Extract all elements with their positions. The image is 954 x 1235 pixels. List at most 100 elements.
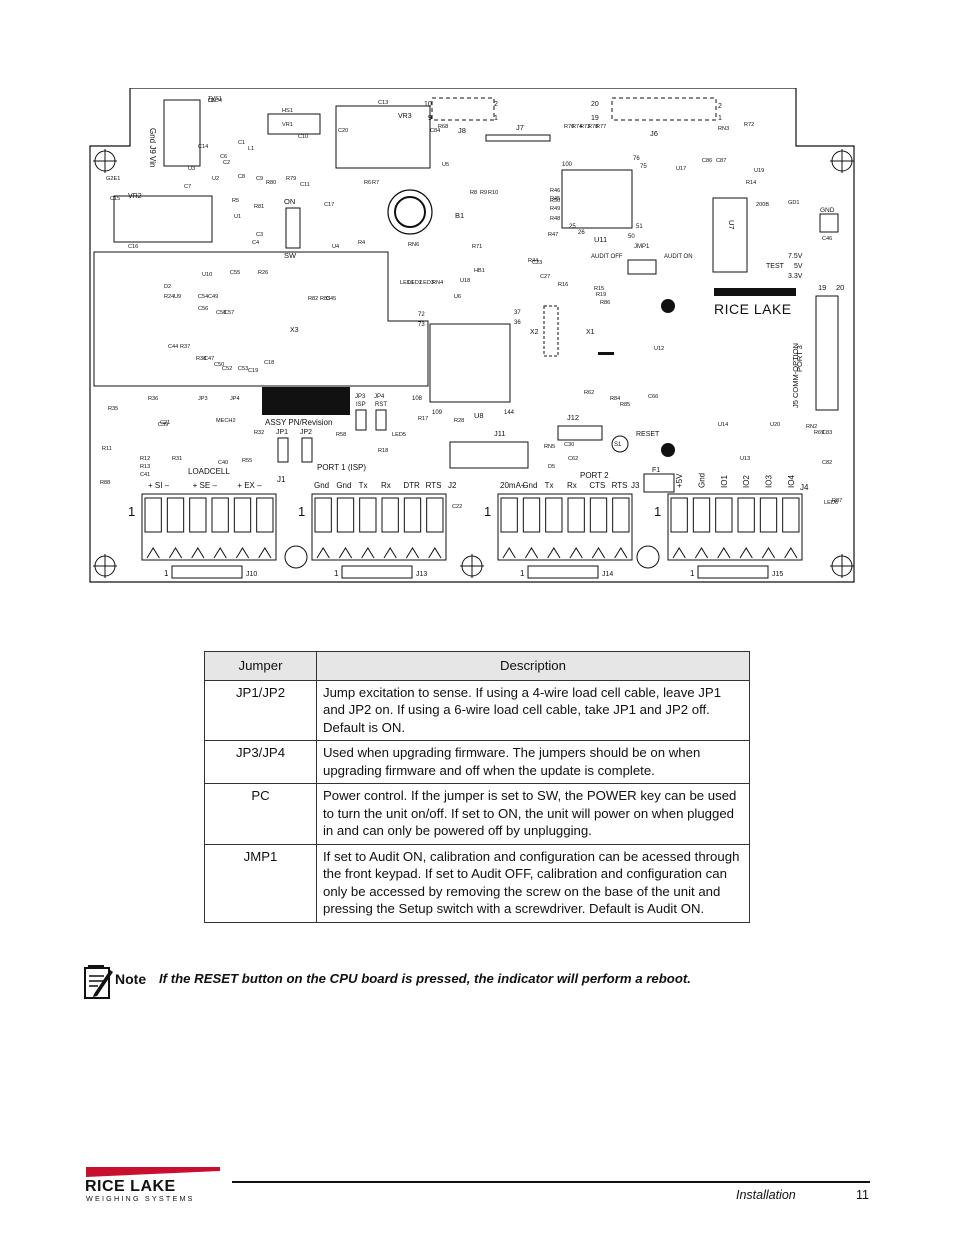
header-strip [341, 565, 413, 579]
terminal-screw [233, 497, 252, 533]
brand-bar [714, 288, 796, 296]
component-label: R77 [596, 124, 606, 130]
component-label: R5 [232, 198, 239, 204]
component-label: U18 [460, 278, 470, 284]
component-label: R13 [140, 464, 150, 470]
component-label: R19 [596, 292, 606, 298]
assy-label: ASSY PN/Revision [265, 418, 332, 427]
terminal-pin-label: IO3 [765, 475, 774, 488]
jp1-label: JP1 [276, 429, 288, 436]
board-brand: RICE LAKE [714, 301, 792, 317]
terminal-pin-label: Tx [359, 481, 368, 490]
component-label: R12 [140, 456, 150, 462]
terminal-clamp [502, 547, 516, 559]
header-j8 [431, 97, 495, 121]
component-label: C15 [110, 196, 120, 202]
table-row: PC Power control. If the jumper is set t… [204, 783, 750, 845]
description-cell: Jump excitation to sense. If using a 4-w… [316, 679, 750, 741]
header-j12-label: J12 [567, 413, 579, 422]
terminal-clamp [547, 547, 561, 559]
terminal-pin-label: IO4 [787, 475, 796, 488]
component-label: R18 [378, 448, 388, 454]
header-j7 [485, 134, 551, 142]
component-label: U12 [654, 346, 664, 352]
terminal-clamp [524, 547, 539, 559]
fuse-f1 [643, 473, 675, 493]
terminal-screw [670, 497, 688, 533]
terminal-screw [782, 497, 800, 533]
component-label: R69 [814, 430, 824, 436]
chip-pin-number: 73 [418, 322, 425, 328]
component-label: U5 [442, 162, 449, 168]
pin-one-label: 1 [298, 504, 305, 519]
component-label: C40 [218, 460, 228, 466]
component-label: R82 [308, 296, 318, 302]
vr3-label: VR3 [398, 113, 412, 120]
component-label: R14 [746, 180, 756, 186]
component-label: C44 [168, 344, 178, 350]
cpu-board-diagram: ASSY PN/Revision U11 U8 U7 J11 J12 J7 J6… [89, 88, 855, 583]
terminal-block-j15 [667, 493, 803, 561]
note-label: Note [115, 971, 147, 987]
strip-label: J13 [416, 571, 427, 578]
terminal-pin-label: + SI – [148, 481, 170, 490]
component-label: C22 [452, 504, 462, 510]
logo-bottom: WEIGHING SYSTEMS [86, 1194, 195, 1203]
terminal-clamp [784, 547, 798, 559]
audit-on-label: AUDIT ON [664, 254, 693, 260]
component-label: RN2 [806, 424, 817, 430]
jp3-sub: ISP [356, 402, 366, 408]
battery-b1 [387, 189, 433, 235]
s1-label: S1 [614, 442, 622, 448]
terminal-screw [737, 497, 755, 533]
component-label: R35 [108, 406, 118, 412]
component-label: C82 [822, 460, 832, 466]
terminal-screw [144, 497, 162, 533]
terminal-pin-label: Rx [567, 481, 577, 490]
terminal-screw [381, 497, 399, 533]
header-j7-label: J7 [516, 123, 524, 132]
component-label: R81 [254, 204, 264, 210]
mounting-holes [93, 149, 854, 578]
strip-pin-label: 1 [164, 569, 169, 578]
component-label: C13 [378, 100, 388, 106]
power-on-label: ON [284, 197, 295, 206]
chip-pin-number: 109 [432, 410, 443, 416]
terminal-pin-label: Gnd [698, 473, 707, 488]
component-label: JP4 [230, 396, 240, 402]
component-label: C83 [822, 430, 832, 436]
chip-pin-number: 144 [504, 410, 515, 416]
jumper-cell: PC [204, 783, 317, 845]
terminal-clamp [383, 547, 397, 559]
component-label: C55 [230, 270, 240, 276]
chip-u7-label: U7 [727, 220, 736, 230]
component-label: R85 [620, 402, 630, 408]
header-j5 [815, 295, 839, 411]
terminal-clamp [235, 547, 250, 559]
component-label: R50 [550, 198, 560, 204]
component-label: U14 [718, 422, 728, 428]
component-label: 200B [756, 202, 769, 208]
component-label: R8 [470, 190, 477, 196]
component-label: R84 [610, 396, 620, 402]
jumper-jp3 [355, 409, 367, 431]
terminal-pin-label: +5V [675, 473, 684, 488]
chip-pin-number: 108 [412, 396, 423, 402]
component-label: C7 [184, 184, 191, 190]
terminal-screw [166, 497, 185, 533]
jumper-cell: JP1/JP2 [204, 679, 317, 741]
component-label: R17 [418, 416, 428, 422]
component-label: U13 [740, 456, 750, 462]
component-label: R10 [488, 190, 498, 196]
terminal-pin-label: RTS [426, 481, 442, 490]
reset-button-s1 [611, 435, 629, 453]
terminal-pin-label: IO1 [720, 475, 729, 488]
component-label: R73 [580, 124, 590, 130]
port3-label: PORT 3 [795, 345, 804, 372]
pin-num: 2 [718, 103, 722, 110]
jmp1-label: JMP1 [634, 244, 650, 250]
component-label: U6 [454, 294, 461, 300]
terminal-screw [567, 497, 585, 533]
terminal-screw [545, 497, 563, 533]
strip-pin-label: 1 [520, 569, 525, 578]
